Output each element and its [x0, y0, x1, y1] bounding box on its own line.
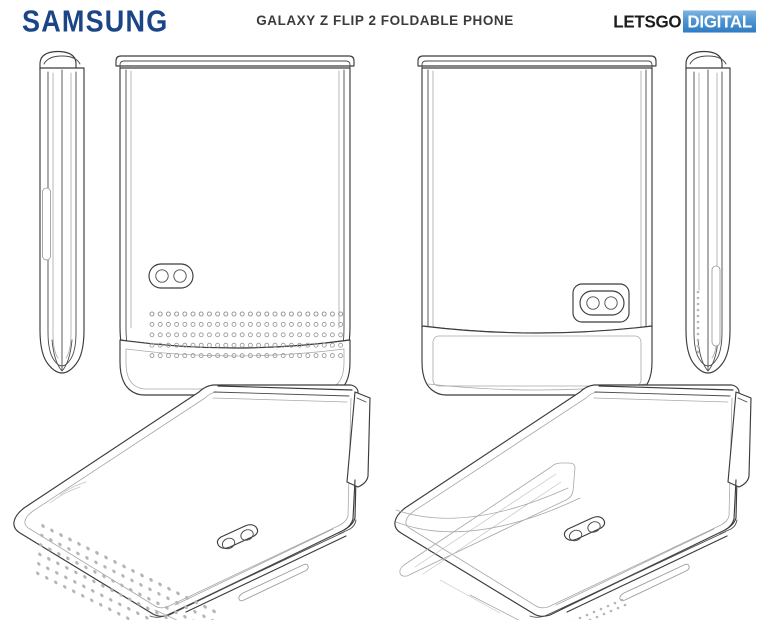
page-header: SAMSUNG GALAXY Z FLIP 2 FOLDABLE PHONE L… [0, 0, 770, 44]
speaker-dot-column [696, 290, 700, 354]
dual-camera-module [216, 524, 259, 550]
side-button-slot [42, 187, 51, 261]
view-left-side-elevation [39, 50, 85, 374]
speaker-dot-row [572, 598, 627, 620]
patent-drawing-canvas: .ln { fill:none; stroke:#3c3c3c; stroke-… [0, 40, 770, 620]
dual-camera-module [148, 263, 194, 289]
view-rear-elevation-closed [417, 55, 657, 396]
view-right-side-elevation [685, 50, 731, 374]
side-button-slot [711, 265, 721, 347]
page-title: GALAXY Z FLIP 2 FOLDABLE PHONE [256, 13, 514, 28]
view-perspective-rear-left [13, 384, 371, 620]
view-perspective-rear-right [394, 384, 752, 620]
side-button-slot [238, 563, 309, 602]
perforated-dot-grid [35, 523, 216, 620]
letsgodigital-watermark: LETSGO DIGITAL [613, 10, 756, 33]
dual-camera-module [563, 516, 606, 542]
dual-camera-module [572, 283, 630, 323]
samsung-brand-logo: SAMSUNG [22, 4, 169, 39]
watermark-letsgo-text: LETSGO [613, 11, 682, 32]
view-front-elevation-closed [115, 55, 355, 396]
watermark-digital-badge: DIGITAL [683, 10, 756, 33]
side-button-slot [619, 563, 690, 602]
